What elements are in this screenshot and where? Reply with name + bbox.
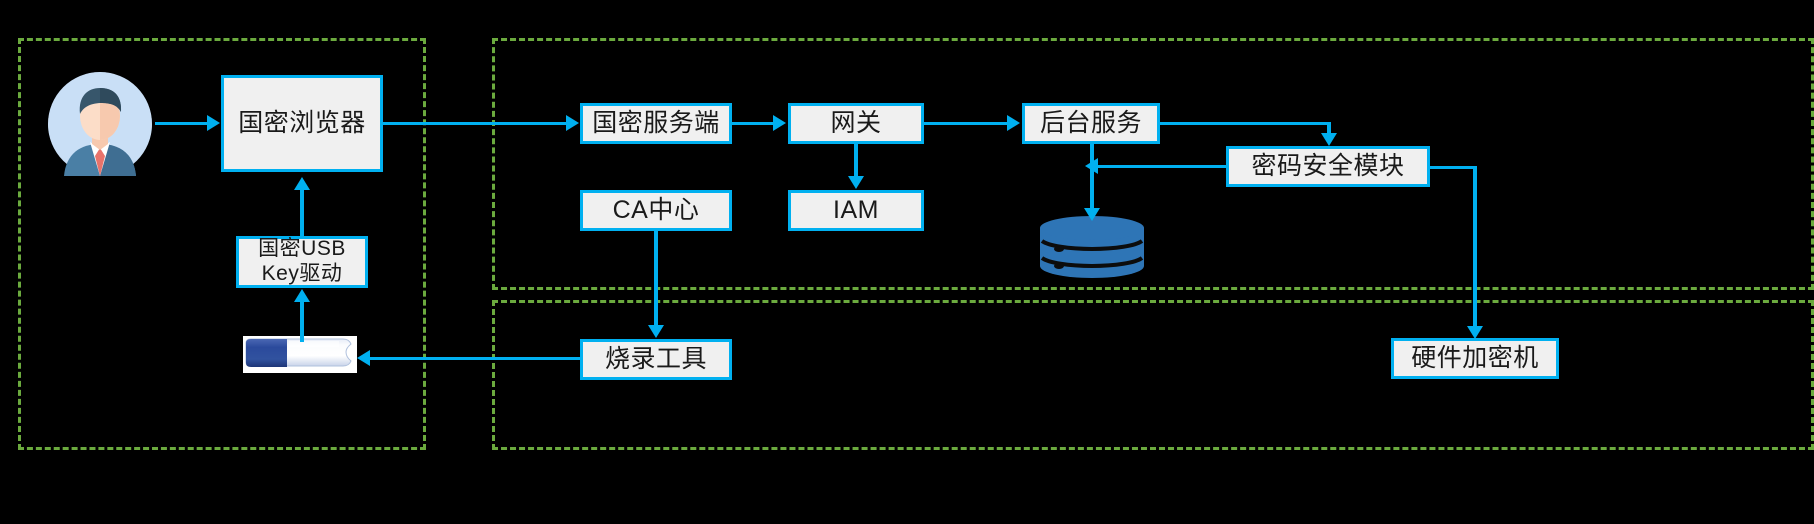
arrowhead-burntool-to-usbkey xyxy=(357,350,370,366)
node-gm-server[interactable]: 国密服务端 xyxy=(580,103,732,144)
edge-crypto-to-hsm-h xyxy=(1430,166,1475,169)
node-burn-tool[interactable]: 烧录工具 xyxy=(580,339,732,380)
arrowhead-browser-to-gmserver xyxy=(566,115,579,131)
edge-browser-to-gmserver xyxy=(383,122,567,125)
edge-usbdriver-to-browser xyxy=(300,190,304,236)
node-gateway[interactable]: 网关 xyxy=(788,103,924,144)
arrowhead-usbkey-to-usbdriver xyxy=(294,289,310,302)
edge-backend-to-crypto-v xyxy=(1327,122,1331,135)
server-zone xyxy=(492,38,1814,290)
edge-gmserver-to-gateway xyxy=(732,122,774,125)
node-usb-driver[interactable]: 国密USB Key驱动 xyxy=(236,236,368,288)
arrowhead-backend-to-database xyxy=(1084,208,1100,221)
client-zone xyxy=(18,38,426,450)
arrowhead-crypto-to-hsm xyxy=(1467,326,1483,339)
edge-crypto-to-hsm-v xyxy=(1473,166,1477,328)
arrowhead-usbdriver-to-browser xyxy=(294,177,310,190)
edge-backend-to-database xyxy=(1090,144,1094,212)
edge-crypto-to-backend xyxy=(1098,165,1228,168)
edge-backend-to-crypto-h xyxy=(1160,122,1330,125)
arrowhead-avatar-to-browser xyxy=(207,115,220,131)
node-crypto-module[interactable]: 密码安全模块 xyxy=(1226,146,1430,187)
edge-gateway-to-iam xyxy=(854,144,858,177)
arrowhead-backend-to-crypto xyxy=(1321,133,1337,146)
user-avatar-icon xyxy=(48,72,152,176)
node-ca-center[interactable]: CA中心 xyxy=(580,190,732,231)
edge-burntool-to-usbkey xyxy=(370,357,580,360)
node-browser[interactable]: 国密浏览器 xyxy=(221,75,383,172)
node-hsm[interactable]: 硬件加密机 xyxy=(1391,338,1559,379)
edge-avatar-to-browser xyxy=(155,122,208,125)
infra-zone xyxy=(492,300,1814,450)
database-cylinder-icon xyxy=(1040,216,1144,278)
node-iam[interactable]: IAM xyxy=(788,190,924,231)
edge-gateway-to-backend xyxy=(924,122,1008,125)
usb-key-icon xyxy=(243,336,357,373)
arrowhead-gateway-to-iam xyxy=(848,176,864,189)
arrowhead-gmserver-to-gateway xyxy=(773,115,786,131)
node-backend[interactable]: 后台服务 xyxy=(1022,103,1160,144)
edge-ca-to-burntool xyxy=(654,231,658,326)
arrowhead-gateway-to-backend xyxy=(1007,115,1020,131)
edge-usbkey-to-usbdriver xyxy=(300,302,304,342)
arrowhead-ca-to-burntool xyxy=(648,325,664,338)
